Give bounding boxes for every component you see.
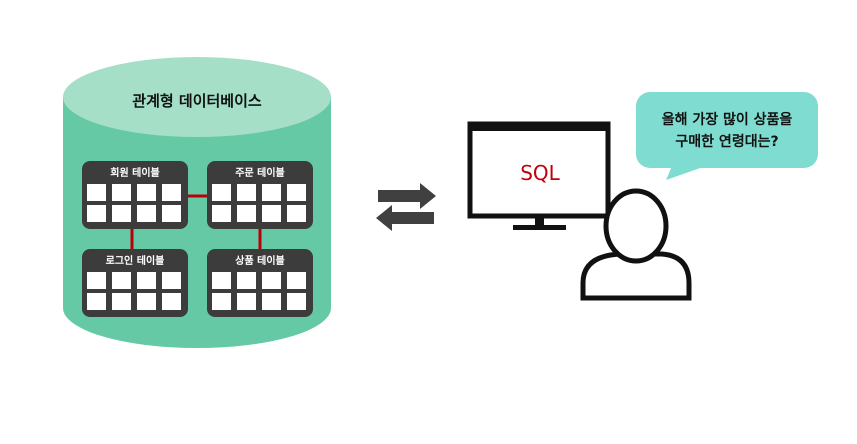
table-product: 상품 테이블 xyxy=(207,249,313,317)
table-background xyxy=(82,249,188,317)
cylinder-top xyxy=(63,57,331,137)
table-cell xyxy=(137,272,156,289)
table-label: 회원 테이블 xyxy=(110,166,159,179)
table-cell xyxy=(262,205,281,222)
monitor-icon: SQL xyxy=(467,121,611,230)
user-head xyxy=(603,188,669,264)
table-cell xyxy=(87,272,106,289)
table-cell xyxy=(237,184,256,201)
table-cell xyxy=(212,205,231,222)
table-cell xyxy=(162,184,181,201)
monitor-neck xyxy=(535,214,544,228)
table-cell xyxy=(287,205,306,222)
monitor-screen xyxy=(467,121,611,219)
table-label: 상품 테이블 xyxy=(235,254,284,267)
table-cell xyxy=(112,293,131,310)
monitor-base xyxy=(513,225,566,230)
table-cell xyxy=(137,184,156,201)
speech-bubble-box xyxy=(636,92,818,168)
table-cell xyxy=(262,272,281,289)
table-cell xyxy=(287,272,306,289)
table-background xyxy=(207,161,313,229)
table-member: 회원 테이블 xyxy=(82,161,188,229)
table-order: 주문 테이블 xyxy=(207,161,313,229)
table-cell xyxy=(112,205,131,222)
database-title: 관계형 데이터베이스 xyxy=(132,92,262,110)
speech-bubble-line1: 올해 가장 많이 상품을 xyxy=(662,111,793,128)
table-cell xyxy=(237,205,256,222)
user-icon xyxy=(580,188,692,301)
table-cell xyxy=(212,184,231,201)
table-cell xyxy=(162,293,181,310)
speech-bubble: 올해 가장 많이 상품을 구매한 연령대는? xyxy=(636,92,818,180)
table-cell xyxy=(237,272,256,289)
arrow-left-icon xyxy=(376,205,434,231)
sql-label: SQL xyxy=(520,161,560,185)
monitor-top-bezel xyxy=(470,124,608,131)
table-cell xyxy=(287,184,306,201)
table-cell xyxy=(87,184,106,201)
table-cell xyxy=(212,272,231,289)
table-cell xyxy=(137,205,156,222)
table-background xyxy=(82,161,188,229)
table-cell xyxy=(162,205,181,222)
table-cell xyxy=(87,205,106,222)
table-cell xyxy=(262,184,281,201)
table-label: 로그인 테이블 xyxy=(106,254,165,267)
user-body xyxy=(580,251,692,301)
table-cell xyxy=(112,184,131,201)
table-label: 주문 테이블 xyxy=(235,166,284,179)
speech-bubble-line2: 구매한 연령대는? xyxy=(675,134,778,150)
table-cell xyxy=(87,293,106,310)
table-cell xyxy=(237,293,256,310)
table-cell xyxy=(162,272,181,289)
table-cell xyxy=(287,293,306,310)
speech-bubble-tail xyxy=(666,166,706,180)
table-background xyxy=(207,249,313,317)
table-cell xyxy=(262,293,281,310)
table-cell xyxy=(112,272,131,289)
table-cell xyxy=(212,293,231,310)
table-login: 로그인 테이블 xyxy=(82,249,188,317)
arrow-right-icon xyxy=(378,183,436,209)
table-cell xyxy=(137,293,156,310)
exchange-arrows-icon xyxy=(376,183,436,231)
